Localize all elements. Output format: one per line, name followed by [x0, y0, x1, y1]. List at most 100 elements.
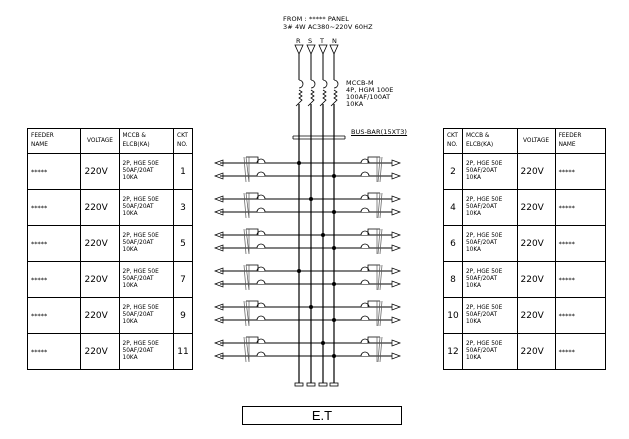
load-terminal-left-icon [214, 208, 224, 216]
mccb-spec-line: 2P, HGE 50E [465, 197, 503, 203]
main-breaker-type: MCCB-M [346, 79, 374, 87]
junction-dot [297, 161, 301, 165]
junction-dot [321, 233, 325, 237]
branch-breaker-link [246, 264, 259, 271]
elcb-icon [243, 228, 250, 255]
mccb-spec-line: 2P, HGE 50E [465, 341, 503, 347]
feeder-name-cell: ***** [26, 225, 82, 262]
mccb-spec-line: 50AF/20AT [465, 168, 498, 174]
feeder-name-cell: ***** [554, 297, 607, 334]
mccb-spec-line: 50AF/20AT [122, 312, 154, 318]
bus-end-cap-icon [294, 382, 304, 387]
mccb-spec-line: 2P, HGE 50E [122, 161, 159, 167]
mccb-spec-line: 50AF/20AT [465, 276, 498, 282]
mccb-spec-line: 50AF/20AT [122, 168, 154, 174]
voltage-cell: 220V [80, 153, 120, 190]
phase-label-r: R [296, 37, 301, 45]
branch-breaker-link [246, 156, 259, 163]
load-terminal-right-icon [391, 280, 401, 288]
elcb-icon [376, 336, 383, 363]
load-terminal-right-icon [391, 208, 401, 216]
load-terminal-left-icon [214, 195, 224, 203]
ckt-no-cell: 12 [443, 333, 463, 370]
incoming-terminal-icon [329, 44, 339, 55]
junction-dot [309, 197, 313, 201]
ckt-no-cell: 11 [173, 333, 193, 370]
load-terminal-right-icon [391, 267, 401, 275]
bus-end-cap-icon [306, 382, 316, 387]
branch-breaker-link [367, 336, 380, 343]
mccb-spec-line: 50AF/20AT [465, 240, 498, 246]
elcb-icon [243, 156, 250, 183]
voltage-cell: 220V [516, 225, 556, 262]
branch-breaker-link [367, 300, 380, 307]
feeder-name-cell: ***** [554, 153, 607, 190]
mccb-spec-line: 10KA [122, 247, 138, 253]
feeder-name-cell: ***** [26, 189, 82, 226]
mccb-spec-line: 50AF/20AT [122, 276, 154, 282]
branch-breaker-link [246, 300, 259, 307]
feeder-name-cell: ***** [554, 261, 607, 298]
junction-dot [309, 305, 313, 309]
load-terminal-left-icon [214, 172, 224, 180]
load-terminal-left-icon [214, 339, 224, 347]
ckt-no-cell: 4 [443, 189, 463, 226]
phase-label-s: S [308, 37, 313, 45]
voltage-cell: 220V [80, 261, 120, 298]
incoming-terminal-icon [306, 44, 316, 55]
mccb-spec-line: 50AF/20AT [122, 204, 154, 210]
voltage-cell: 220V [80, 189, 120, 226]
mccb-spec-line: 2P, HGE 50E [122, 305, 159, 311]
load-terminal-left-icon [214, 316, 224, 324]
elcb-icon [243, 192, 250, 219]
mccb-spec-line: 10KA [122, 175, 138, 181]
phase-label-t: T [320, 37, 325, 45]
incoming-terminal-icon [318, 44, 328, 55]
branch-breaker-link [367, 264, 380, 271]
ckt-no-cell: 6 [443, 225, 463, 262]
mccb-spec-line: 10KA [122, 319, 138, 325]
incoming-terminal-icon [294, 44, 304, 55]
load-terminal-left-icon [214, 280, 224, 288]
load-terminal-right-icon [391, 352, 401, 360]
feeder-name-cell: ***** [554, 333, 607, 370]
supply-spec-label: 3# 4W AC380~220V 60HZ [283, 23, 373, 31]
elcb-icon [243, 336, 250, 363]
voltage-cell: 220V [516, 261, 556, 298]
mccb-spec-line: 2P, HGE 50E [465, 269, 503, 275]
ckt-no-cell: 2 [443, 153, 463, 190]
ckt-no-cell: 10 [443, 297, 463, 334]
feeder-name-cell: ***** [554, 189, 607, 226]
ckt-no-cell: 5 [173, 225, 193, 262]
load-terminal-right-icon [391, 316, 401, 324]
junction-dot [332, 210, 336, 214]
mccb-spec-line: 10KA [122, 211, 138, 217]
header-mccb: MCCB &ELCB(KA) [461, 128, 518, 154]
mccb-spec-line: 10KA [465, 319, 482, 325]
bus-end-cap-icon [318, 382, 328, 387]
mccb-spec-line: 10KA [122, 355, 138, 361]
mccb-spec-line: 2P, HGE 50E [122, 233, 159, 239]
header-voltage: VOLTAGE [516, 128, 556, 154]
load-terminal-right-icon [391, 195, 401, 203]
